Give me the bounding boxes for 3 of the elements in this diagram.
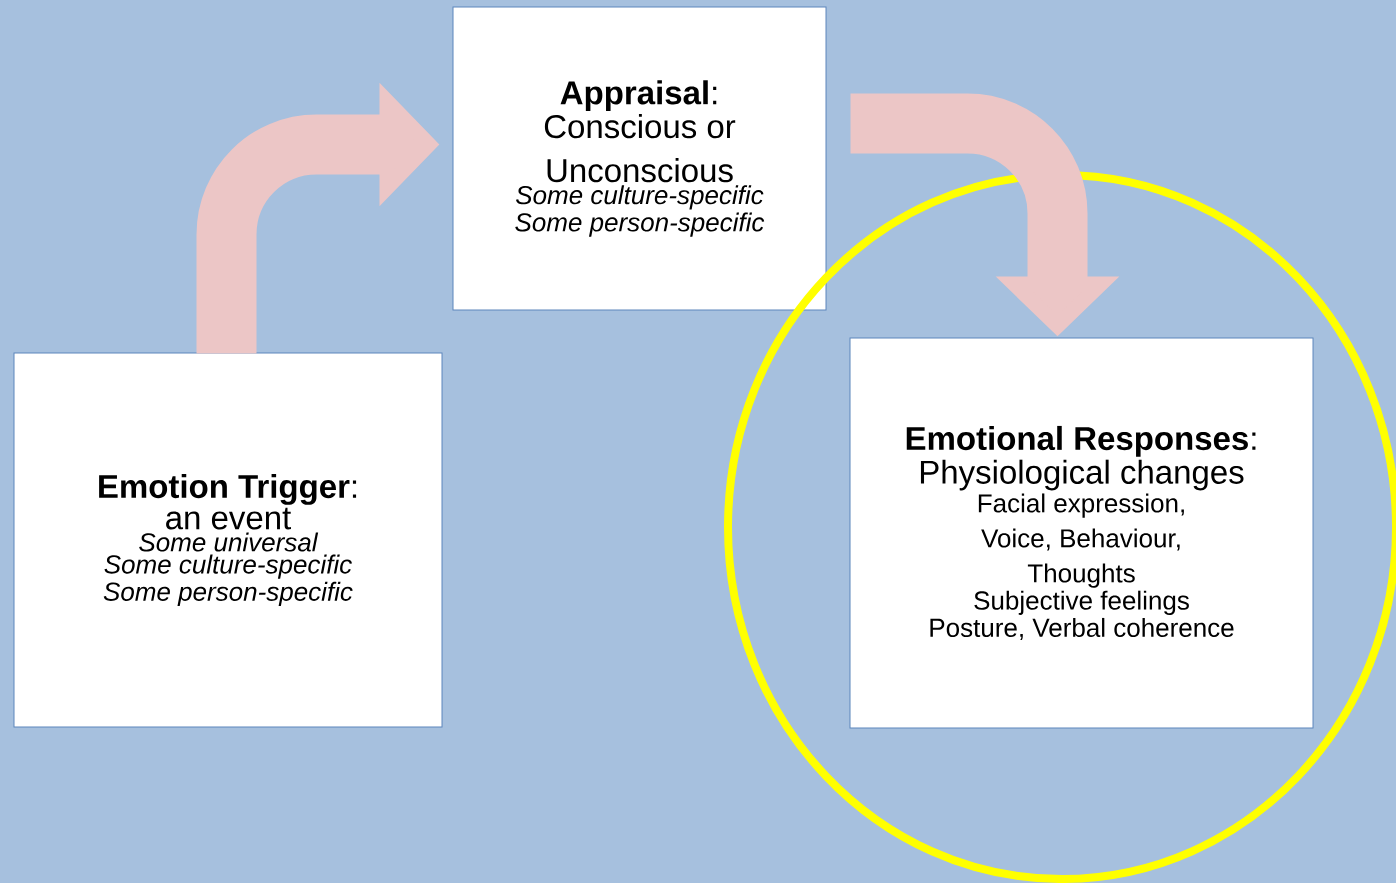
text-box: Emotional Responses: Physiological changes Facial expression, Voice, Behaviour, Thoughts Subjective feelings Posture, Verbal coherence: [849, 337, 1314, 729]
text-box: Appraisal: Conscious or Unconscious Some culture-specific Some person-specific: [452, 6, 827, 311]
text-box: Emotion Trigger: an event Some universal Some culture-specific Some person-specific: [13, 352, 443, 728]
